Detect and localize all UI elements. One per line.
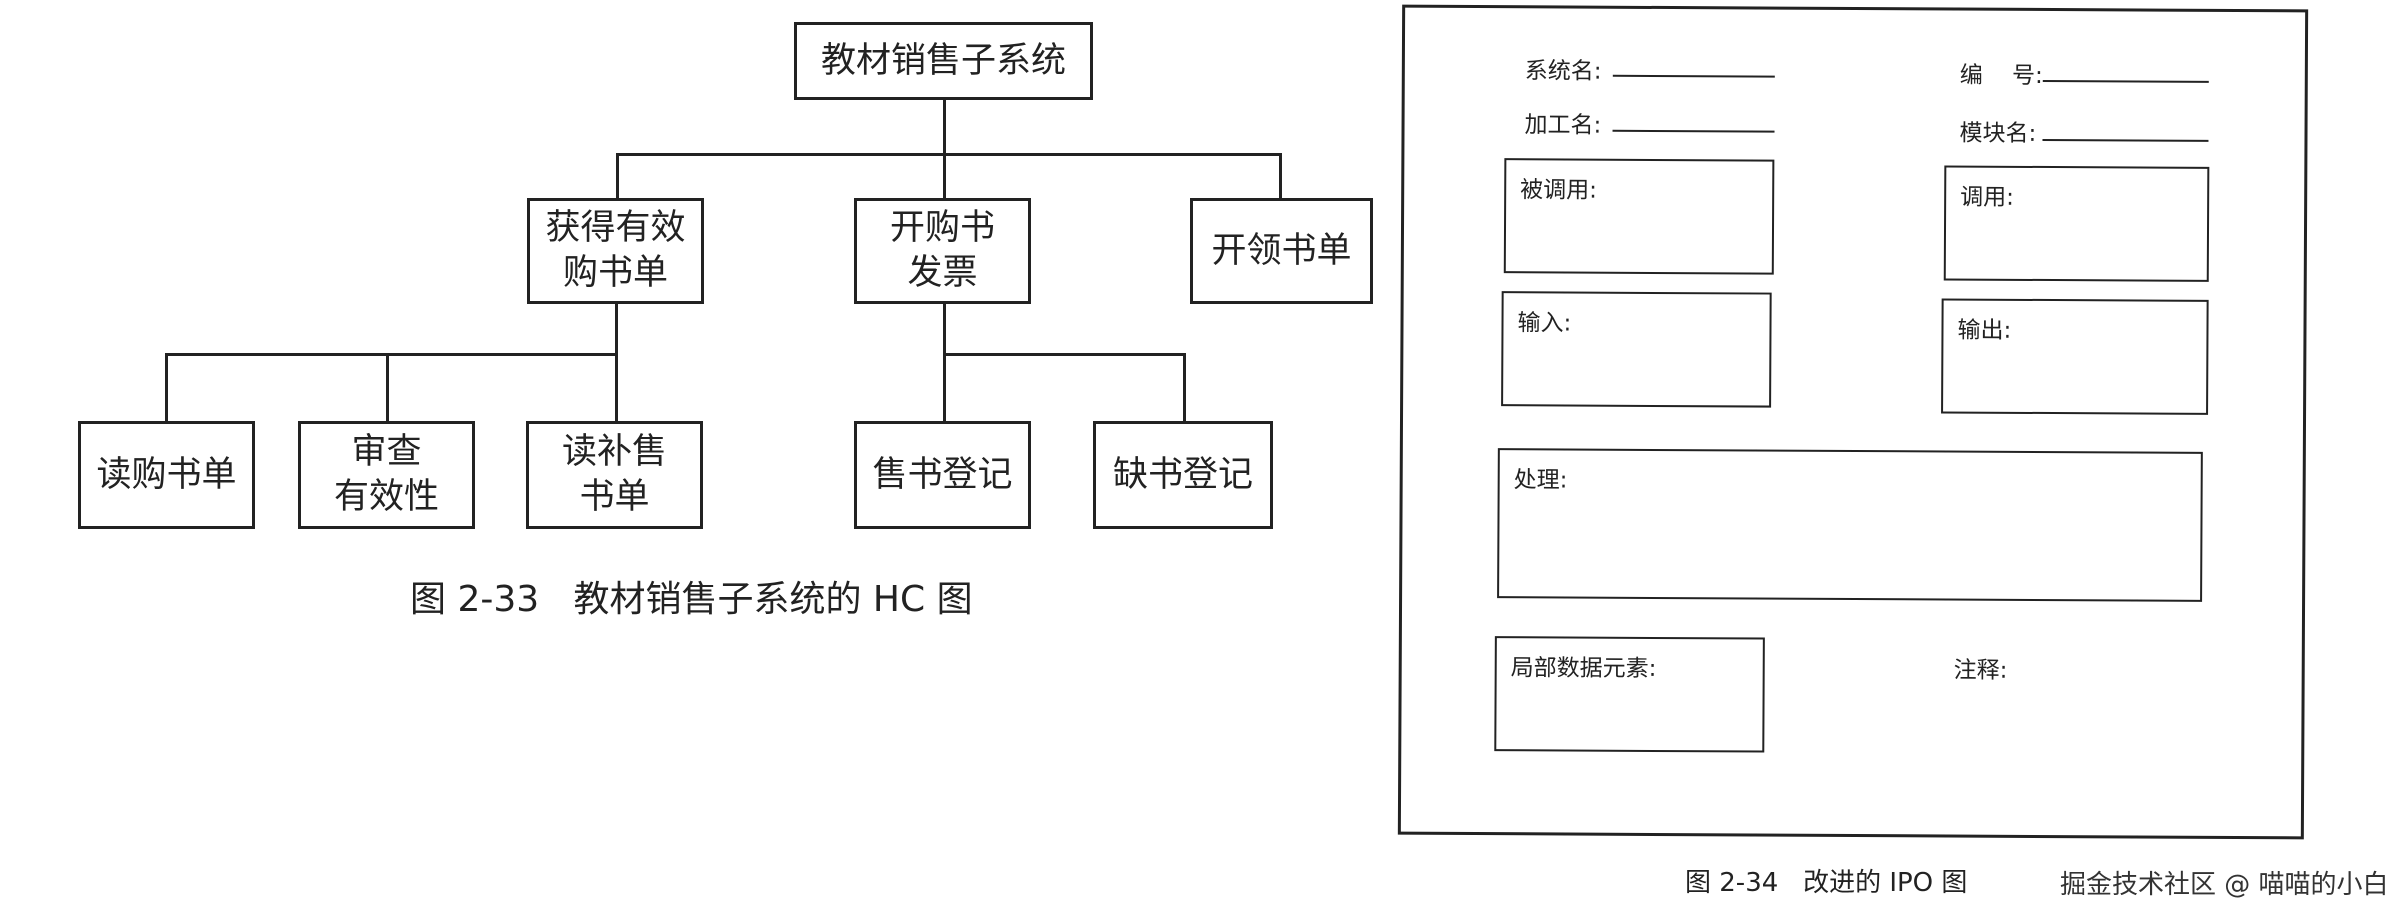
designer-line — [1612, 129, 1775, 133]
notes-label: 注释: — [1953, 657, 2008, 684]
calls-box: 调用: — [1943, 165, 2210, 282]
number-line — [2042, 79, 2209, 83]
connector-line — [616, 153, 619, 200]
called-by-label: 被调用: — [1520, 177, 1598, 204]
connector-line — [1279, 153, 1282, 200]
local-data-box: 局部数据元素: — [1494, 636, 1765, 753]
connector-line — [943, 353, 1186, 356]
connector-line — [165, 353, 618, 356]
connector-line — [1183, 353, 1186, 423]
input-box: 输入: — [1501, 291, 1772, 408]
connector-line — [943, 303, 946, 355]
system-name-label: 系统名: — [1524, 58, 1602, 85]
system-name-line — [1612, 74, 1775, 78]
calls-label: 调用: — [1960, 184, 2014, 211]
module-label: 售书登记 — [872, 454, 1013, 495]
module-label: 读补售 书单 — [561, 432, 667, 517]
root-module-label: 教材销售子系统 — [820, 40, 1066, 81]
module-box-sales-record: 售书登记 — [854, 421, 1031, 529]
process-label: 处理: — [1513, 467, 1568, 494]
module-box-get-valid-order: 获得有效 购书单 — [527, 198, 704, 304]
input-label: 输入: — [1517, 310, 1572, 337]
connector-line — [943, 98, 946, 154]
module-label: 开购书 发票 — [889, 208, 995, 293]
module-name-line — [2042, 138, 2209, 142]
module-label: 审查 有效性 — [333, 432, 439, 517]
number-label: 编 号: — [1959, 62, 2043, 89]
connector-line — [943, 353, 946, 423]
process-box: 处理: — [1497, 448, 2203, 602]
output-label: 输出: — [1957, 317, 2012, 344]
module-label: 缺书登记 — [1112, 454, 1253, 495]
called-by-box: 被调用: — [1503, 158, 1775, 275]
connector-line — [616, 153, 1282, 156]
module-box-issue-pickup-slip: 开领书单 — [1190, 198, 1373, 304]
connector-line — [386, 353, 389, 423]
ipo-form-frame: 系统名: 编 号: 加工名: 模块名: 被调用: 调用: 输入: 输出: 处理:… — [1397, 4, 2309, 840]
output-box: 输出: — [1941, 298, 2209, 415]
root-module-box: 教材销售子系统 — [794, 22, 1093, 100]
figure-caption-ipo: 图 2-34 改进的 IPO 图 — [1685, 868, 1968, 898]
watermark: 掘金技术社区 @ 喵喵的小白 — [2060, 870, 2389, 900]
module-box-shortage-record: 缺书登记 — [1093, 421, 1273, 529]
connector-line — [615, 303, 618, 355]
connector-line — [165, 353, 168, 423]
connector-line — [943, 153, 946, 200]
module-label: 获得有效 购书单 — [545, 208, 686, 293]
connector-line — [615, 353, 618, 423]
module-label: 开领书单 — [1211, 230, 1352, 271]
figure-caption-hc: 图 2-33 教材销售子系统的 HC 图 — [410, 579, 973, 620]
module-box-issue-invoice: 开购书 发票 — [854, 198, 1031, 304]
module-name-label: 模块名: — [1959, 120, 2037, 147]
local-data-label: 局部数据元素: — [1510, 655, 1657, 682]
module-box-read-resupply: 读补售 书单 — [526, 421, 703, 529]
module-box-check-validity: 审查 有效性 — [298, 421, 475, 529]
module-label: 读购书单 — [96, 454, 237, 495]
module-box-read-order: 读购书单 — [78, 421, 255, 529]
designer-label: 加工名: — [1524, 112, 1602, 139]
